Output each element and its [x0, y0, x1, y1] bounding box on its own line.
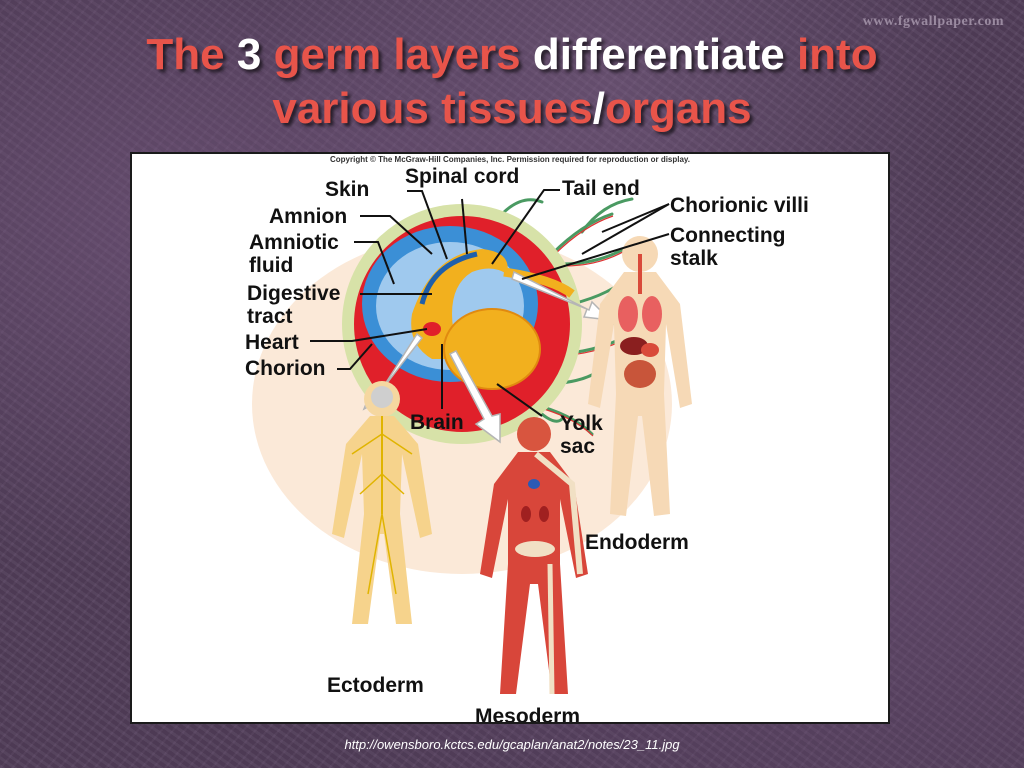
endoderm-figure	[588, 236, 692, 516]
connecting-stalk	[503, 267, 575, 298]
title-word: various tissues	[272, 84, 593, 133]
title-word: organs	[604, 84, 752, 133]
label-amnion: Amnion	[269, 205, 348, 228]
label-digestive: Digestive	[247, 282, 341, 305]
label-ectoderm: Ectoderm	[327, 674, 424, 697]
label-stalk: stalk	[670, 247, 718, 270]
label-fluid: fluid	[249, 254, 294, 277]
spinal-cord	[419, 251, 478, 305]
label-endoderm: Endoderm	[585, 531, 689, 554]
diagram-panel: Copyright © The McGraw-Hill Companies, I…	[130, 152, 890, 724]
label-chorionic-villi: Chorionic villi	[670, 194, 809, 217]
yolk-sac	[443, 308, 541, 390]
title-word: The	[146, 30, 225, 79]
ectoderm-figure	[332, 381, 432, 624]
heart	[423, 322, 441, 336]
title-word: into	[796, 30, 878, 79]
copyright-notice: Copyright © The McGraw-Hill Companies, I…	[329, 155, 691, 164]
germ-layers-diagram	[252, 189, 692, 695]
leader-lines	[310, 189, 670, 417]
title-word: germ layers	[273, 30, 521, 79]
label-chorion: Chorion	[245, 357, 326, 380]
slide-title: The 3 germ layers differentiate into var…	[0, 28, 1024, 136]
label-mesoderm: Mesoderm	[475, 705, 581, 724]
source-link[interactable]: http://owensboro.kctcs.edu/gcaplan/anat2…	[344, 737, 680, 752]
watermark: www.fgwallpaper.com	[862, 14, 1004, 29]
label-tail-end: Tail end	[562, 177, 640, 200]
label-skin: Skin	[325, 178, 370, 201]
label-yolk: Yolk	[560, 412, 603, 435]
label-brain: Brain	[410, 411, 464, 434]
mesoderm-figure	[480, 417, 588, 695]
title-word: differentiate	[532, 30, 785, 79]
label-heart: Heart	[245, 331, 299, 354]
title-word: 3	[236, 30, 262, 79]
label-sac: sac	[560, 435, 596, 458]
label-connecting: Connecting	[670, 224, 786, 247]
label-tract: tract	[247, 305, 293, 328]
label-spinal-cord: Spinal cord	[405, 165, 520, 188]
label-amniotic: Amniotic	[249, 231, 339, 254]
title-word: /	[592, 84, 605, 133]
